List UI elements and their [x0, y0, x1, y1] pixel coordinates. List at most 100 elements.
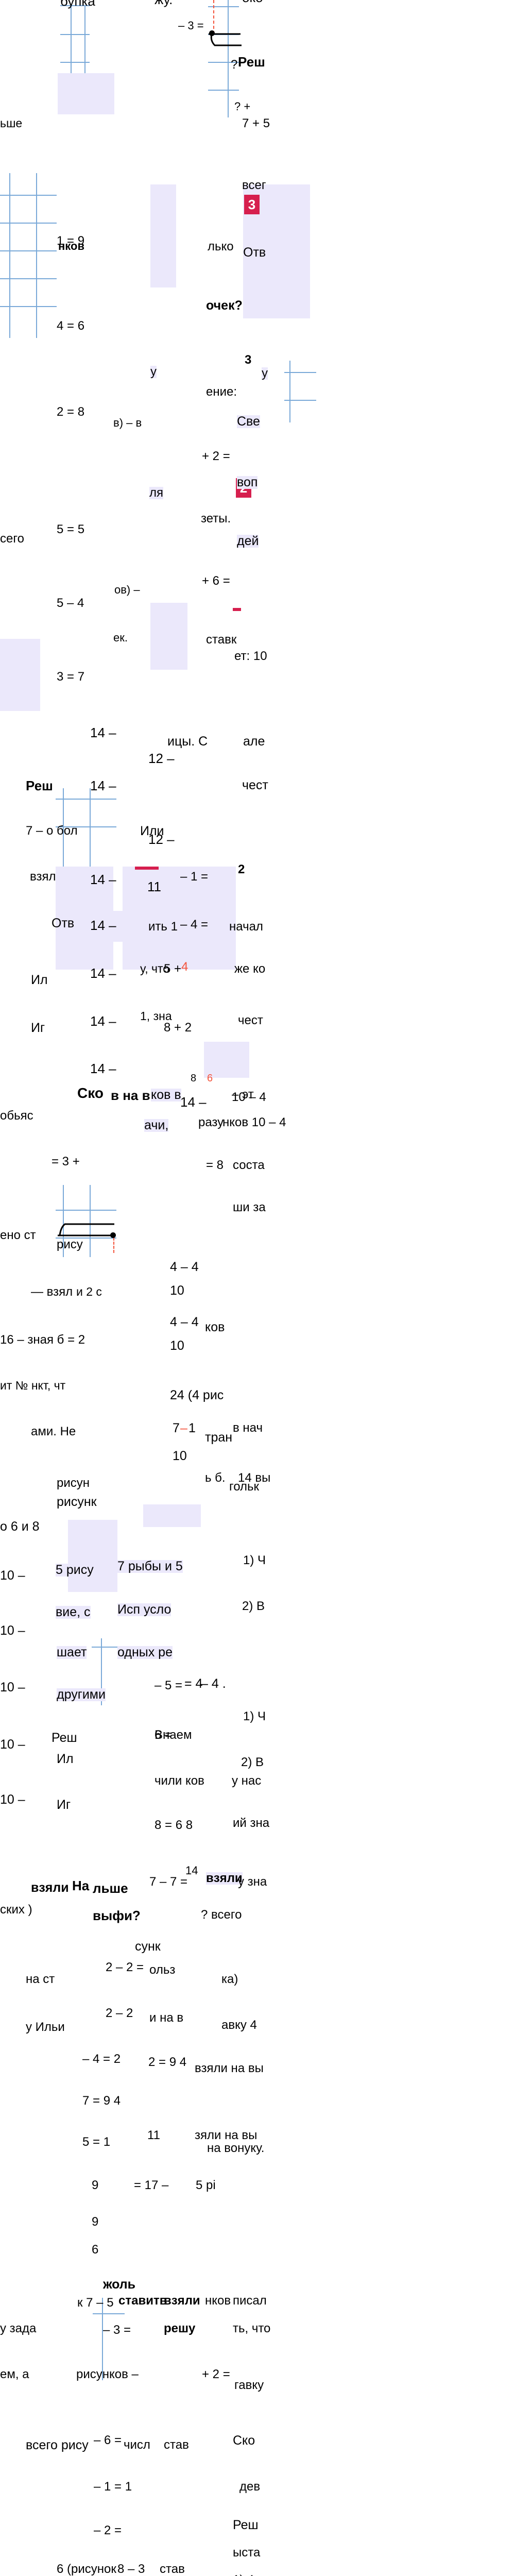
- text-fragment: 4 = 6: [57, 319, 85, 333]
- text-fragment: 7 – 7 =: [149, 1875, 188, 1889]
- text-fragment: ков в: [151, 1088, 181, 1102]
- text-fragment: Реш: [238, 54, 265, 70]
- text-fragment: льше: [93, 1880, 128, 1896]
- bracket-dot: [110, 1232, 116, 1238]
- text-fragment: сего: [0, 532, 24, 546]
- grid-line: [60, 5, 90, 6]
- grid-line: [208, 90, 239, 91]
- grid-line: [56, 799, 116, 800]
- text-fragment: 10: [173, 1449, 187, 1463]
- grid-line: [0, 223, 57, 224]
- text-fragment: 2) В: [241, 1755, 264, 1769]
- text-fragment: 10 –: [0, 1568, 25, 1583]
- text-fragment: взял: [30, 870, 56, 884]
- crimson-rule: [233, 608, 241, 611]
- text-fragment: 8: [191, 1073, 197, 1084]
- text-fragment: 10: [170, 1283, 184, 1298]
- text-fragment: ить 1: [148, 920, 178, 934]
- red-guide-line: [213, 0, 214, 34]
- grid-line: [56, 1210, 116, 1211]
- grid-line: [56, 1238, 116, 1239]
- text-fragment: 5 рису: [56, 1563, 94, 1577]
- text-fragment: ля: [149, 486, 163, 500]
- crimson-rule: [135, 867, 159, 870]
- text-fragment: на вонуку.: [207, 2141, 265, 2155]
- text-fragment: 12 –: [148, 832, 175, 847]
- text-fragment: = 4: [184, 1676, 203, 1691]
- text-fragment: ? +: [234, 100, 251, 113]
- text-fragment: же ко: [234, 962, 266, 976]
- text-fragment: Реш: [52, 1731, 77, 1745]
- text-fragment: 5 = 1: [82, 2135, 111, 2149]
- text-fragment: и на в: [149, 2011, 184, 2025]
- text-fragment: 9: [92, 2178, 99, 2192]
- text-fragment: в на в: [111, 1088, 150, 1103]
- text-fragment: 2 – 2: [106, 2006, 133, 2020]
- grid-line: [102, 2298, 103, 2380]
- text-fragment: Отв: [243, 245, 266, 260]
- text-fragment: взяли: [31, 1880, 69, 1895]
- grid-line: [0, 278, 57, 279]
- text-fragment: став: [164, 2438, 189, 2452]
- text-fragment: 3: [245, 353, 252, 367]
- grid-line: [71, 5, 72, 114]
- text-fragment: взяли: [164, 2294, 200, 2308]
- text-fragment: числ: [124, 2438, 150, 2452]
- text-fragment: тран: [205, 1430, 233, 1445]
- text-fragment: 8 + 2: [164, 1021, 192, 1035]
- text-fragment: у зна: [238, 1875, 267, 1889]
- text-fragment: 8 = 6 8: [154, 1818, 193, 1832]
- text-fragment: 7 + 5: [242, 116, 270, 130]
- grid-line: [60, 62, 90, 63]
- grid-line: [228, 0, 229, 117]
- text-fragment: взяли на вы: [195, 2061, 264, 2075]
- text-fragment: 1) 4: [233, 2574, 254, 2576]
- text-fragment: 6: [207, 1073, 213, 1084]
- text-fragment: соста: [233, 1158, 265, 1172]
- text-fragment: всег: [242, 178, 266, 192]
- text-fragment: 9: [92, 2215, 99, 2229]
- text-fragment: 14 –: [180, 1094, 207, 1110]
- text-fragment: 14 –: [90, 778, 116, 793]
- text-fragment: Иг: [31, 1021, 45, 1035]
- highlight-panel: [150, 603, 187, 670]
- text-fragment: 1, зна: [140, 1009, 172, 1023]
- text-fragment: = 17 –: [134, 2178, 169, 2192]
- text-fragment: на ст: [26, 1972, 55, 1986]
- text-fragment: 14 –: [90, 965, 116, 981]
- question-mark: ?: [231, 58, 238, 72]
- text-fragment: 6 =: [154, 1728, 176, 1742]
- text-fragment: ицы. С: [167, 734, 208, 749]
- text-fragment: у, что: [140, 962, 170, 975]
- text-fragment: бупка: [60, 0, 95, 9]
- text-fragment: ть, что: [233, 2321, 271, 2335]
- text-fragment: ольз: [149, 1963, 176, 1977]
- text-fragment: – 4 =: [180, 918, 209, 931]
- text-fragment: – 1 = 1: [94, 2480, 132, 2494]
- text-fragment: 1 = 9: [57, 234, 85, 248]
- text-fragment: у: [150, 365, 157, 379]
- text-fragment: ыста: [233, 2546, 261, 2560]
- text-fragment: 7: [173, 1421, 180, 1435]
- text-fragment: ка): [221, 1972, 238, 1986]
- grid-line: [0, 195, 57, 196]
- text-fragment: + 2 =: [202, 2367, 230, 2381]
- grid-line: [36, 173, 37, 338]
- text-fragment: шает: [57, 1645, 87, 1659]
- text-fragment: Ско: [233, 2433, 255, 2448]
- text-fragment: – 6 =: [94, 2433, 122, 2447]
- grid-line: [284, 400, 316, 401]
- text-fragment: к 7 – 5: [77, 2296, 114, 2310]
- text-fragment: 5 – 4: [57, 596, 84, 610]
- text-fragment: и 2 с: [76, 1285, 102, 1298]
- text-fragment: зеты.: [201, 512, 231, 526]
- text-fragment: гавку: [234, 2378, 264, 2392]
- text-fragment: + 6 =: [202, 574, 230, 588]
- text-fragment: — взял: [31, 1285, 73, 1299]
- task-badge-3[interactable]: 3: [244, 195, 260, 214]
- red-guide-line: [113, 1238, 114, 1253]
- grid-line: [0, 250, 57, 251]
- text-fragment: 5 = 5: [57, 522, 85, 536]
- text-fragment: Внаем: [154, 1728, 192, 1742]
- grid-line: [63, 788, 64, 881]
